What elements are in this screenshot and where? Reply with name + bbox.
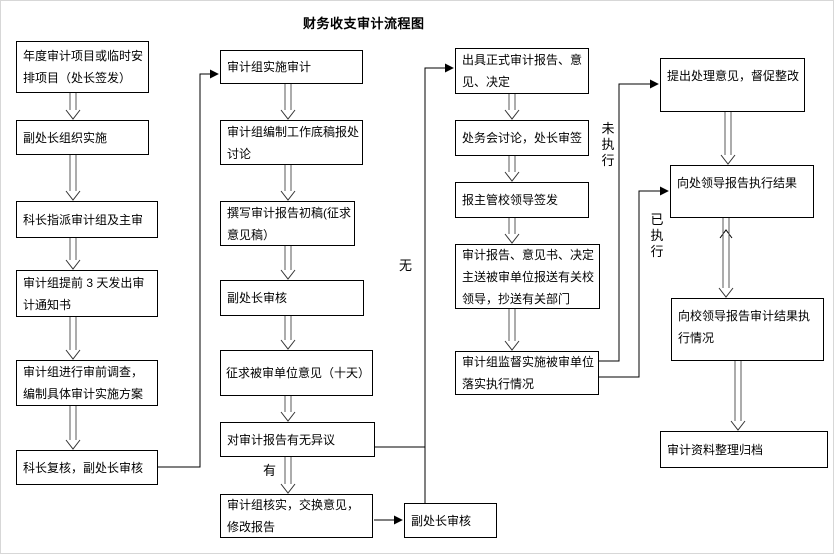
node-leader-sign: 报主管校领导签发 (455, 182, 589, 218)
node-report-school-leader: 向校领导报告审计结果执行情况 (671, 298, 824, 361)
node-objection-check: 对审计报告有无异议 (220, 422, 375, 457)
hollow-down-arrow (65, 406, 81, 450)
hollow-down-arrow (730, 361, 746, 431)
hollow-down-arrow (504, 94, 520, 120)
hollow-down-arrow (504, 218, 520, 244)
hollow-down-arrow (280, 396, 296, 422)
hollow-down-arrow (280, 84, 296, 120)
node-chief-review: 科长复核，副处长审核 (16, 450, 158, 485)
hollow-down-arrow (280, 457, 296, 494)
node-notice-3days: 审计组提前 3 天发出审计通知书 (16, 270, 158, 317)
node-supervise: 审计组监督实施被审单位落实执行情况 (455, 351, 599, 395)
hollow-down-arrow (65, 238, 81, 270)
node-working-papers: 审计组编制工作底稿报处讨论 (220, 120, 363, 165)
edge-deputy-review-to-formal-report (424, 63, 454, 503)
hollow-down-arrow (65, 93, 81, 120)
edge-review-to-implement (158, 69, 219, 468)
node-pre-survey: 审计组进行审前调查，编制具体审计实施方案 (16, 360, 158, 406)
node-deputy-organize: 副处长组织实施 (16, 120, 149, 155)
node-deputy-review-revised: 副处长审核 (404, 503, 497, 538)
edge-label-executed: 已执行 (650, 212, 664, 259)
hollow-down-arrow (718, 218, 734, 298)
hollow-down-arrow (280, 165, 296, 201)
hollow-down-arrow (65, 155, 81, 201)
edge-executed-branch (599, 186, 669, 378)
hollow-down-arrow (504, 309, 520, 351)
node-annual-plan: 年度审计项目或临时安排项目（处长签发） (16, 41, 149, 93)
node-verify-revise: 审计组核实，交换意见，修改报告 (220, 494, 373, 538)
hollow-down-arrow (280, 246, 296, 280)
edge-not-executed-branch (599, 79, 659, 362)
hollow-down-arrow (720, 112, 736, 165)
node-report-delivery: 审计报告、意见书、决定主送被审单位报送有关校领导，抄送有关部门 (455, 244, 600, 309)
edge-label-no-objection: 无 (399, 258, 413, 273)
node-chief-assign: 科长指派审计组及主审 (16, 201, 158, 238)
node-report-dept-leader: 向处领导报告执行结果 (670, 165, 814, 218)
hollow-down-arrow (504, 156, 520, 182)
node-archive: 审计资料整理归档 (660, 431, 828, 468)
node-office-discuss: 处务会讨论，处长审签 (455, 120, 589, 156)
node-implement-audit: 审计组实施审计 (220, 50, 363, 84)
edge-label-not-executed: 未执行 (601, 121, 615, 168)
hollow-down-arrow (65, 317, 81, 360)
edge-label-has-objection: 有 (263, 463, 277, 478)
page-title: 财务收支审计流程图 (303, 16, 425, 31)
node-formal-report: 出具正式审计报告、意见、决定 (455, 48, 589, 94)
hollow-down-arrow (280, 316, 296, 350)
node-handle-opinion: 提出处理意见，督促整改 (660, 58, 805, 112)
node-solicit-opinion: 征求被审单位意见（十天） (220, 350, 373, 396)
up-arrowhead (719, 229, 733, 239)
node-deputy-review-draft: 副处长审核 (220, 280, 364, 316)
node-draft-report: 撰写审计报告初稿(征求意见稿） (220, 201, 355, 246)
